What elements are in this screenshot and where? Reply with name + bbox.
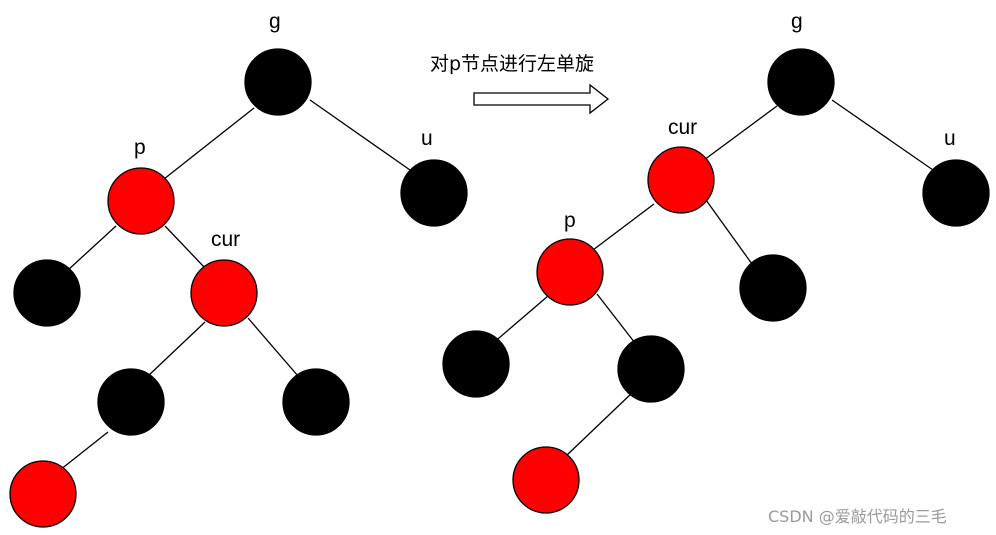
node-p — [107, 167, 175, 235]
node-g — [767, 48, 835, 116]
node-cur — [190, 259, 258, 327]
edge-g-p — [163, 107, 255, 180]
edge-p-right — [596, 293, 636, 344]
watermark: CSDN @爱敲代码的三毛 — [768, 507, 947, 526]
node-p-right-black — [617, 335, 685, 403]
right-arrow-icon — [473, 83, 610, 115]
label-u: u — [421, 127, 433, 150]
tree-after: g u cur p — [442, 10, 990, 514]
node-cur — [647, 146, 715, 214]
edge-cur-right — [705, 199, 753, 265]
label-p: p — [134, 136, 146, 159]
node-p-left-black — [13, 259, 81, 327]
label-g: g — [791, 10, 803, 33]
node-cur-left-black — [97, 368, 165, 436]
node-cur-right-black — [739, 254, 807, 322]
node-u — [922, 159, 990, 227]
rotation-caption: 对p节点进行左单旋 — [430, 53, 594, 75]
node-g — [244, 48, 312, 116]
label-cur: cur — [668, 116, 697, 139]
edge-cur-p — [592, 203, 655, 251]
label-p: p — [564, 209, 576, 232]
edge-cur-right — [247, 317, 299, 377]
edge-leftchild-red — [59, 431, 109, 471]
edge-p-left — [491, 295, 549, 345]
edge-g-u — [309, 99, 411, 171]
node-p — [536, 238, 604, 306]
edge-cur-left — [147, 321, 206, 377]
edge-g-u — [831, 99, 934, 171]
edge-p-left — [67, 225, 117, 271]
tree-before: g u p cur — [9, 10, 468, 528]
label-u: u — [944, 127, 956, 150]
edge-g-cur — [703, 105, 778, 161]
label-cur: cur — [211, 228, 240, 251]
node-red-leaf — [512, 446, 580, 514]
node-p-left-black — [442, 330, 510, 398]
node-red-leaf — [9, 460, 77, 528]
edge-p-cur — [164, 225, 206, 269]
node-u — [400, 159, 468, 227]
node-cur-right-black — [282, 368, 350, 436]
edge-pright-red — [565, 391, 634, 457]
label-g: g — [269, 10, 281, 33]
